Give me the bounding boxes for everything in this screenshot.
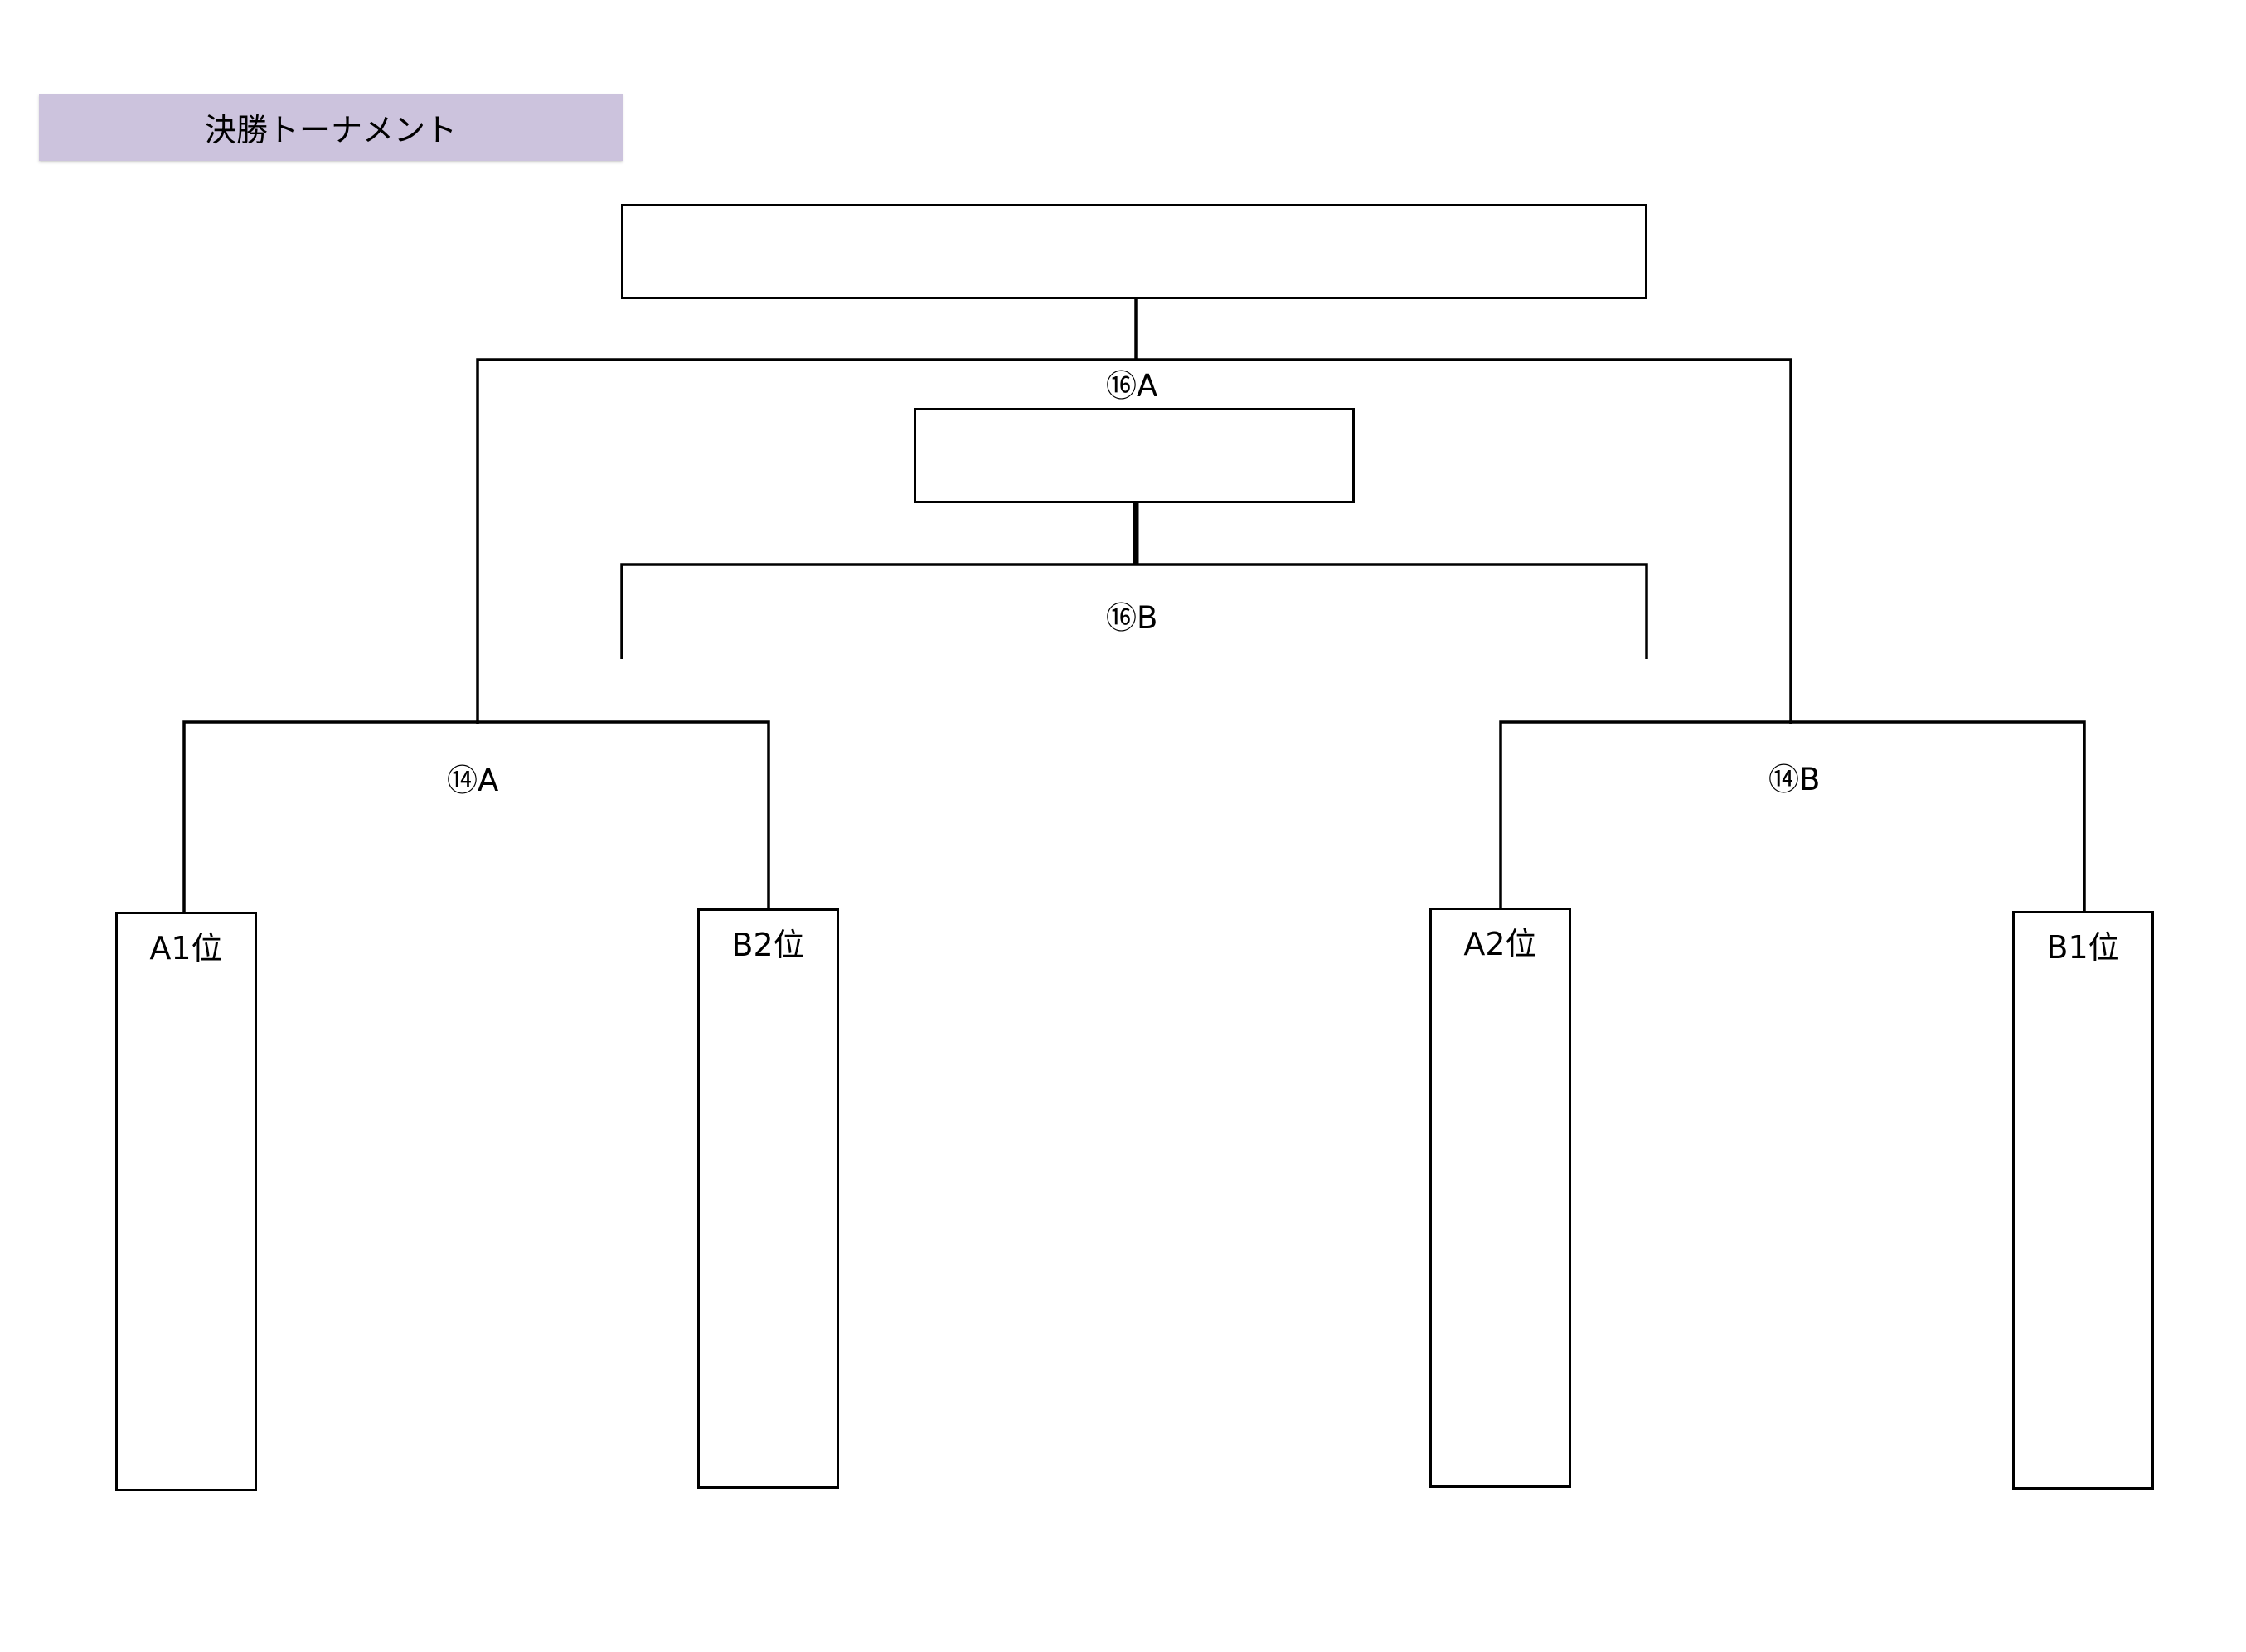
third-place-match-label: ⑯B — [1106, 600, 1158, 636]
third-place-result-box[interactable] — [914, 408, 1355, 503]
champion-result-box[interactable] — [621, 204, 1647, 299]
page-title-banner: 決勝トーナメント — [39, 94, 623, 161]
team-label-a2: A2位 — [1463, 926, 1537, 962]
final-bracket-line — [476, 358, 1792, 724]
team-label-b1: B1位 — [2046, 929, 2120, 966]
team-slot-b1[interactable]: B1位 — [2012, 911, 2154, 1490]
team-label-a1: A1位 — [149, 930, 223, 966]
team-slot-a1[interactable]: A1位 — [115, 912, 257, 1491]
semi-left-bracket-line — [182, 720, 770, 912]
team-label-b2: B2位 — [731, 927, 805, 963]
team-slot-b2[interactable]: B2位 — [697, 908, 839, 1489]
page-title: 決勝トーナメント — [204, 112, 457, 148]
semi-right-bracket-line — [1499, 720, 2086, 911]
third-place-bracket-line — [620, 563, 1648, 659]
final-match-label: ⑯A — [1106, 368, 1158, 404]
semi-left-match-label: ⑭A — [447, 763, 499, 798]
team-slot-a2[interactable]: A2位 — [1429, 908, 1571, 1488]
semi-right-match-label: ⑭B — [1768, 762, 1821, 797]
